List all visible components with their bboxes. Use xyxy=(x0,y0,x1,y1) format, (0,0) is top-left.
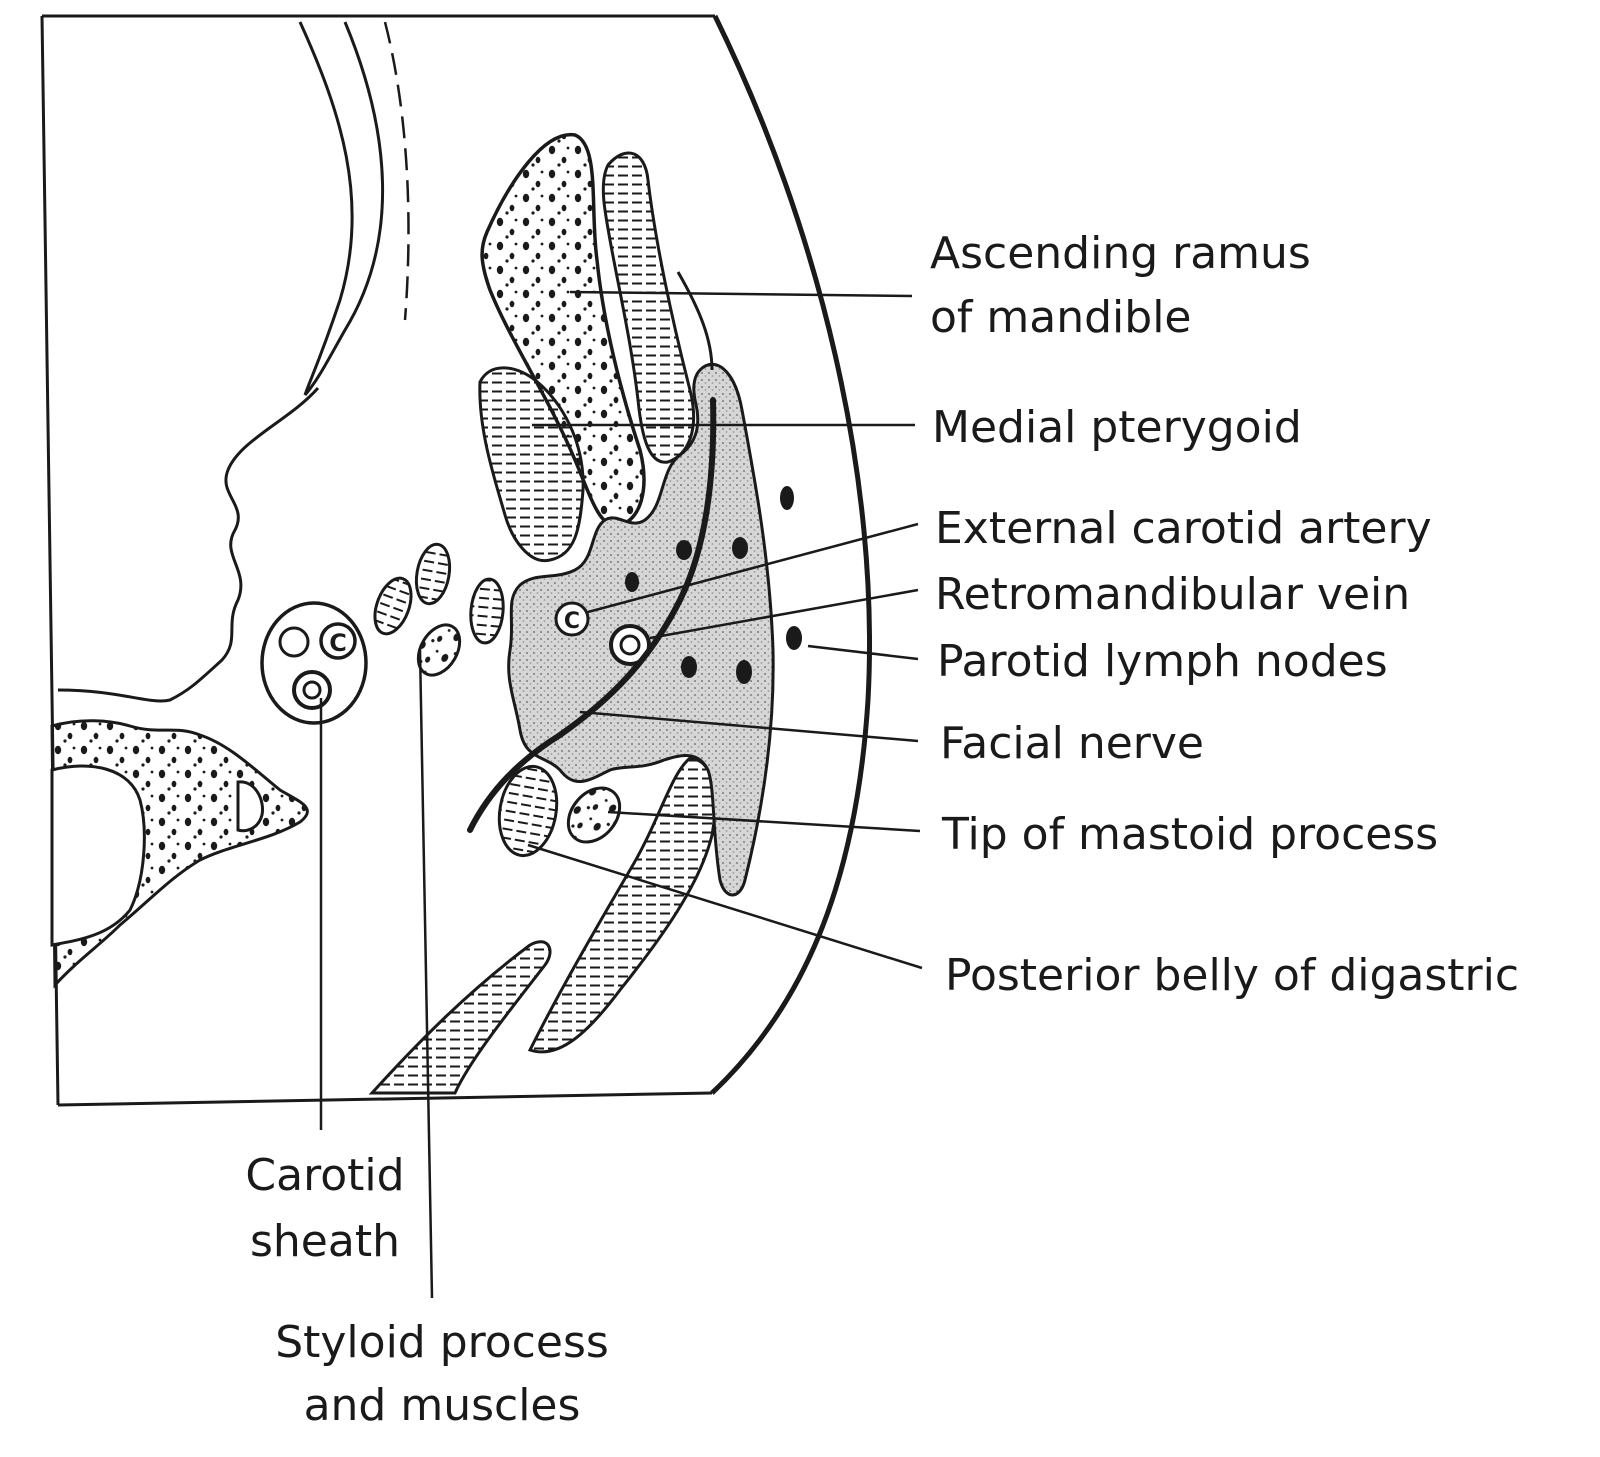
pharyngeal-curve-outer xyxy=(298,21,354,396)
lymph-node-3 xyxy=(625,572,639,592)
digastric-posterior-belly xyxy=(497,764,559,858)
mandible-region xyxy=(478,133,695,563)
vertebral-canal xyxy=(50,764,146,947)
masseter xyxy=(601,151,695,464)
label-ascending-ramus-line1: Ascending ramus xyxy=(930,228,1311,279)
mastoid-region xyxy=(497,764,622,858)
leader-digastric xyxy=(527,843,923,970)
external-carotid-artery xyxy=(554,601,590,637)
label-parotid-lymph-nodes: Parotid lymph nodes xyxy=(937,636,1388,687)
label-mastoid-tip: Tip of mastoid process xyxy=(941,809,1438,860)
leader-parotid-lymph-nodes xyxy=(807,644,919,661)
skin-surface xyxy=(710,14,872,1095)
internal-carotid-mark: C xyxy=(329,629,347,657)
leader-retromandibular-vein xyxy=(649,588,919,640)
lymph-node-7 xyxy=(786,626,802,650)
styloid-group xyxy=(373,542,505,677)
label-styloid-line1: Styloid process xyxy=(275,1317,609,1368)
lymph-node-2 xyxy=(732,537,748,559)
vertebral-bone xyxy=(50,719,309,989)
vertebral-foramen xyxy=(236,780,265,833)
external-carotid-mark: C xyxy=(564,609,580,634)
leader-external-carotid xyxy=(587,522,919,614)
label-medial-pterygoid: Medial pterygoid xyxy=(932,402,1302,453)
styloid-muscle-1 xyxy=(373,576,413,636)
lymph-node-1 xyxy=(676,540,692,560)
facial-nerve xyxy=(467,397,717,833)
label-ascending-ramus-line2: of mandible xyxy=(930,292,1192,343)
sternocleidomastoid-strip xyxy=(368,940,552,1095)
label-carotid-sheath-line1: Carotid xyxy=(245,1150,404,1201)
leader-mastoid-tip xyxy=(607,810,921,833)
lymph-node-5 xyxy=(736,660,752,684)
label-digastric-posterior: Posterior belly of digastric xyxy=(945,950,1519,1001)
label-carotid-sheath-line2: sheath xyxy=(250,1216,400,1267)
styloid-process xyxy=(416,623,462,677)
label-external-carotid: External carotid artery xyxy=(935,503,1432,554)
leader-facial-nerve xyxy=(579,710,919,743)
leader-lines xyxy=(319,290,923,1299)
carotid-sheath: C xyxy=(260,601,368,725)
frame-bottom-edge xyxy=(57,1091,713,1107)
ramus-posterior-line xyxy=(676,271,714,371)
label-styloid-line2: and muscles xyxy=(304,1380,581,1431)
label-retromandibular-vein: Retromandibular vein xyxy=(935,569,1410,620)
lymph-node-6 xyxy=(780,486,794,510)
leader-ascending-ramus xyxy=(569,290,913,298)
medial-pterygoid xyxy=(478,366,585,563)
pharyngeal-curve-inner xyxy=(303,21,385,396)
pharyngeal-curve-dashed xyxy=(383,21,410,321)
styloid-muscle-3 xyxy=(469,577,505,645)
mucosa-contour xyxy=(57,387,320,703)
lower-muscles xyxy=(368,756,717,1095)
vagus-nerve xyxy=(278,626,310,658)
mastoid-tip xyxy=(566,786,622,844)
internal-carotid-artery xyxy=(319,622,357,660)
lymph-node-4 xyxy=(681,656,697,678)
labels: Ascending ramus of mandible Medial ptery… xyxy=(245,228,1519,1431)
leader-styloid xyxy=(418,649,434,1299)
pharyngeal-wall xyxy=(57,21,410,703)
ascending-ramus xyxy=(480,133,646,528)
styloid-muscle-2 xyxy=(414,542,452,606)
retromandibular-lumen xyxy=(619,634,641,656)
label-facial-nerve: Facial nerve xyxy=(940,718,1204,769)
internal-jugular-lumen xyxy=(302,680,322,700)
